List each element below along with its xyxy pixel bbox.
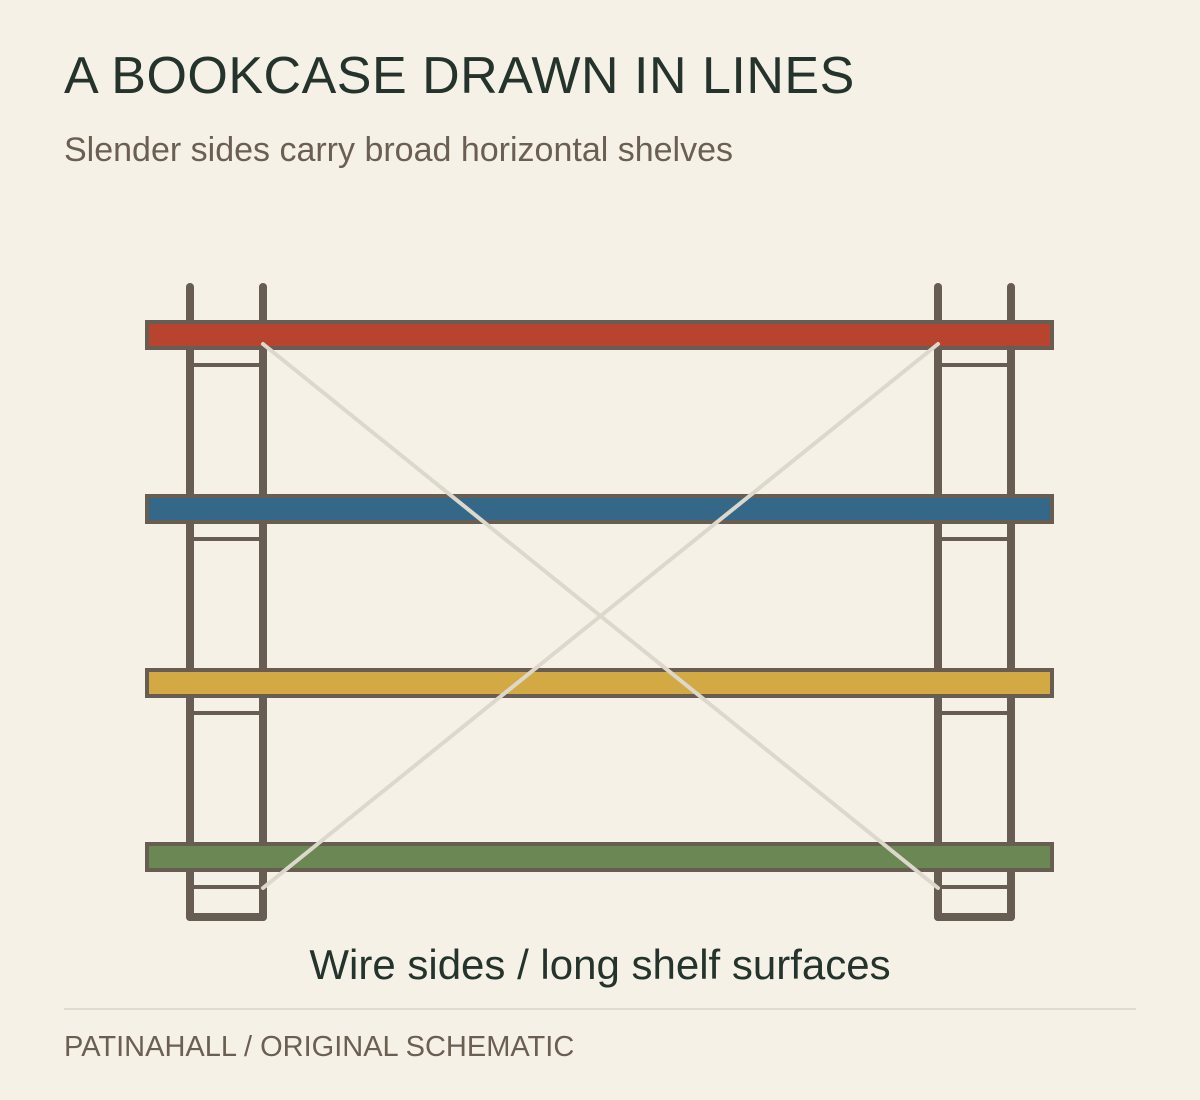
shelves-group	[145, 320, 1054, 872]
left-side-frame	[186, 283, 267, 921]
page-subtitle: Slender sides carry broad horizontal she…	[64, 131, 734, 169]
cross-brace	[261, 342, 940, 890]
cross-braces	[261, 342, 940, 890]
shelf-top	[145, 320, 1054, 350]
shelf-upper-middle	[145, 494, 1054, 524]
footer-divider	[64, 1008, 1136, 1010]
shelf-bottom	[145, 842, 1054, 872]
diagram-caption: Wire sides / long shelf surfaces	[309, 941, 891, 988]
footer-credit: PATINAHALL / ORIGINAL SCHEMATIC	[64, 1031, 575, 1063]
right-side-frame	[934, 283, 1015, 921]
page-title: A BOOKCASE DRAWN IN LINES	[64, 47, 855, 105]
shelf-lower-middle	[145, 668, 1054, 698]
